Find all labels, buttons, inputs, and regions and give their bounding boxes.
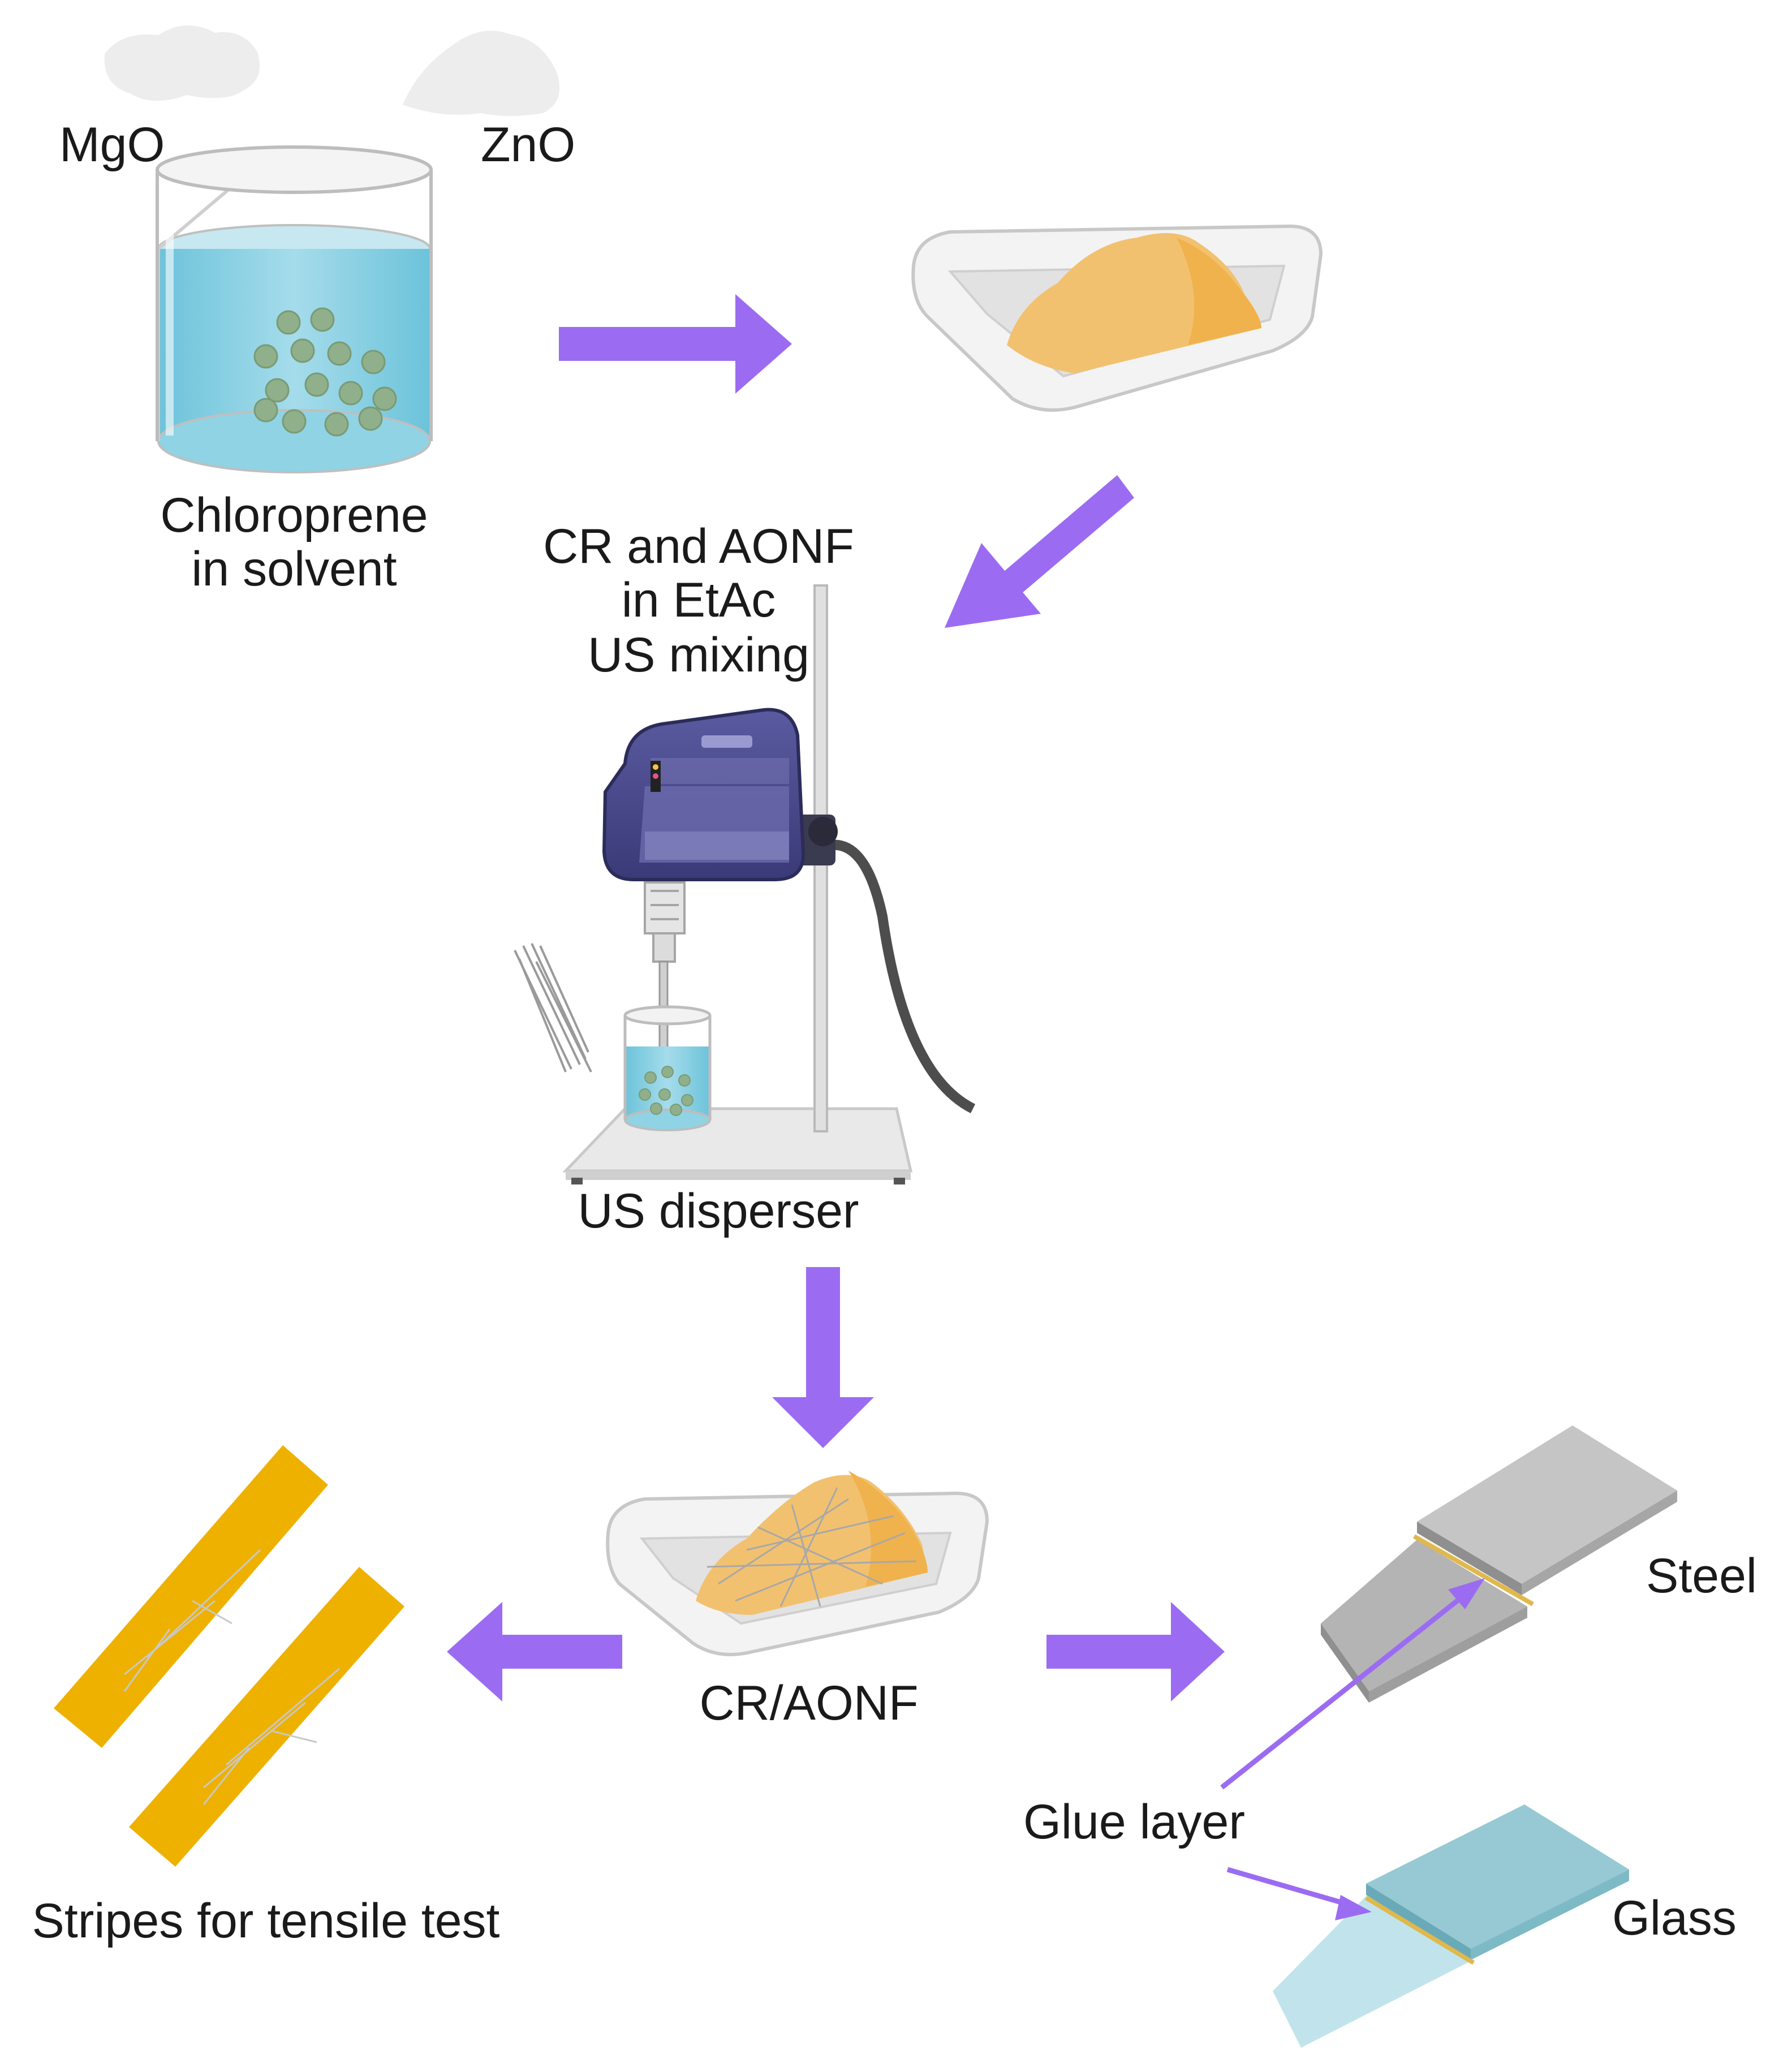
glue-layer-label: Glue layer	[1023, 1795, 1245, 1849]
mgo-powder	[104, 25, 260, 101]
glue-pointer-glass	[1226, 1867, 1372, 1920]
chloroprene-label-line2: in solvent	[191, 542, 397, 596]
arrow-right-1	[559, 294, 792, 394]
particles	[253, 307, 397, 437]
steel-label: Steel	[1646, 1549, 1757, 1603]
us-disperser	[514, 584, 976, 1184]
mixing-label-line2: in EtAc	[622, 573, 776, 627]
rubber-tray-2	[606, 1471, 989, 1656]
mixing-label-line1: CR and AONF	[543, 519, 854, 574]
stripes-label: Stripes for tensile test	[32, 1894, 500, 1948]
zno-label: ZnO	[481, 118, 575, 172]
glue-pointer-steel	[1220, 1578, 1485, 1790]
arrow-diagonal	[945, 475, 1134, 628]
arrow-right-2	[1046, 1602, 1225, 1701]
rubber-tray-1	[911, 224, 1323, 412]
cr-aonf-label: CR/AONF	[700, 1676, 919, 1730]
tensile-stripes	[54, 1445, 404, 1867]
glass-label: Glass	[1612, 1891, 1737, 1945]
us-disperser-label: US disperser	[578, 1184, 859, 1238]
arrow-down	[772, 1267, 874, 1448]
chloroprene-beaker	[156, 145, 433, 473]
mgo-label: MgO	[59, 118, 165, 172]
chloroprene-label-line1: Chloroprene	[160, 488, 428, 542]
mixing-label-line3: US mixing	[588, 628, 809, 682]
steel-plates	[1321, 1425, 1677, 1703]
zno-powder	[403, 31, 560, 116]
glass-plates	[1273, 1804, 1629, 2048]
arrow-left	[447, 1602, 622, 1701]
